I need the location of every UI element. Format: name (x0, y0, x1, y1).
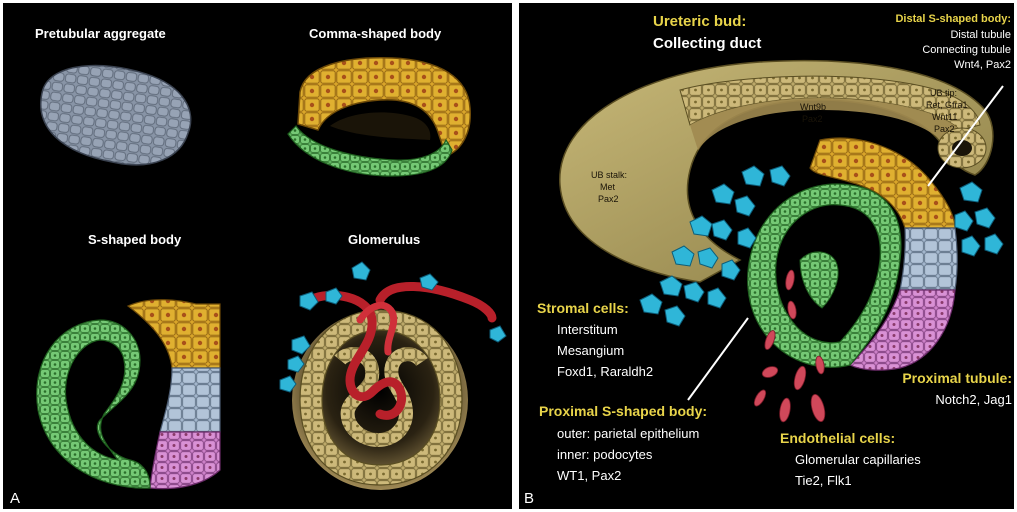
label-collecting-duct: Collecting duct (653, 35, 761, 52)
panel-b: Ureteric bud: Collecting duct Distal S-s… (519, 3, 1014, 509)
label-inner-podocytes: inner: podocytes (557, 447, 653, 462)
label-interstitum: Interstitum (557, 322, 618, 337)
label-proximal-tubule: Proximal tubule: (902, 370, 1012, 386)
label-s-shaped-body: S-shaped body (88, 232, 182, 247)
label-wnt9b-pax2: Pax2 (802, 114, 823, 124)
label-stromal-cells: Stromal cells: (537, 300, 629, 316)
panel-a: Pretubular aggregate Comma-shaped body S… (3, 3, 512, 509)
label-ureteric-bud: Ureteric bud: (653, 13, 746, 30)
label-distal-s-shaped: Distal S-shaped body: (895, 13, 1011, 25)
label-endothelial-cells: Endothelial cells: (780, 430, 895, 446)
label-comma-shaped-body: Comma-shaped body (309, 26, 442, 41)
label-pretubular-aggregate: Pretubular aggregate (35, 26, 166, 41)
panel-b-letter: B (524, 490, 534, 507)
label-wnt9b: Wnt9b (800, 102, 826, 112)
label-connecting-tubule: Connecting tubule (922, 44, 1011, 56)
label-ub-stalk: UB stalk: (591, 170, 627, 180)
label-met: Met (600, 182, 616, 192)
label-tie2-flk1: Tie2, Flk1 (795, 473, 852, 488)
label-ub-stalk-pax2: Pax2 (598, 194, 619, 204)
label-notch2-jag1: Notch2, Jag1 (935, 392, 1012, 407)
label-ret-gfra1: Ret, Gfra1 (926, 100, 968, 110)
label-glomerular-capillaries: Glomerular capillaries (795, 452, 921, 467)
label-wnt11: Wnt11 (932, 112, 957, 122)
label-ub-tip-pax2: Pax2 (934, 124, 955, 134)
label-wnt4-pax2: Wnt4, Pax2 (954, 59, 1011, 71)
label-mesangium: Mesangium (557, 343, 624, 358)
label-glomerulus: Glomerulus (348, 232, 420, 247)
proximal-tubule-blue-shape (900, 228, 957, 290)
label-outer-parietal: outer: parietal epithelium (557, 426, 699, 441)
label-foxd1: Foxd1, Raraldh2 (557, 364, 653, 379)
label-wt1-pax2: WT1, Pax2 (557, 468, 621, 483)
label-proximal-s-shaped: Proximal S-shaped body: (539, 403, 707, 419)
label-ub-tip: UB tip: (930, 88, 957, 98)
panel-a-letter: A (10, 490, 20, 507)
label-distal-tubule: Distal tubule (950, 29, 1011, 41)
